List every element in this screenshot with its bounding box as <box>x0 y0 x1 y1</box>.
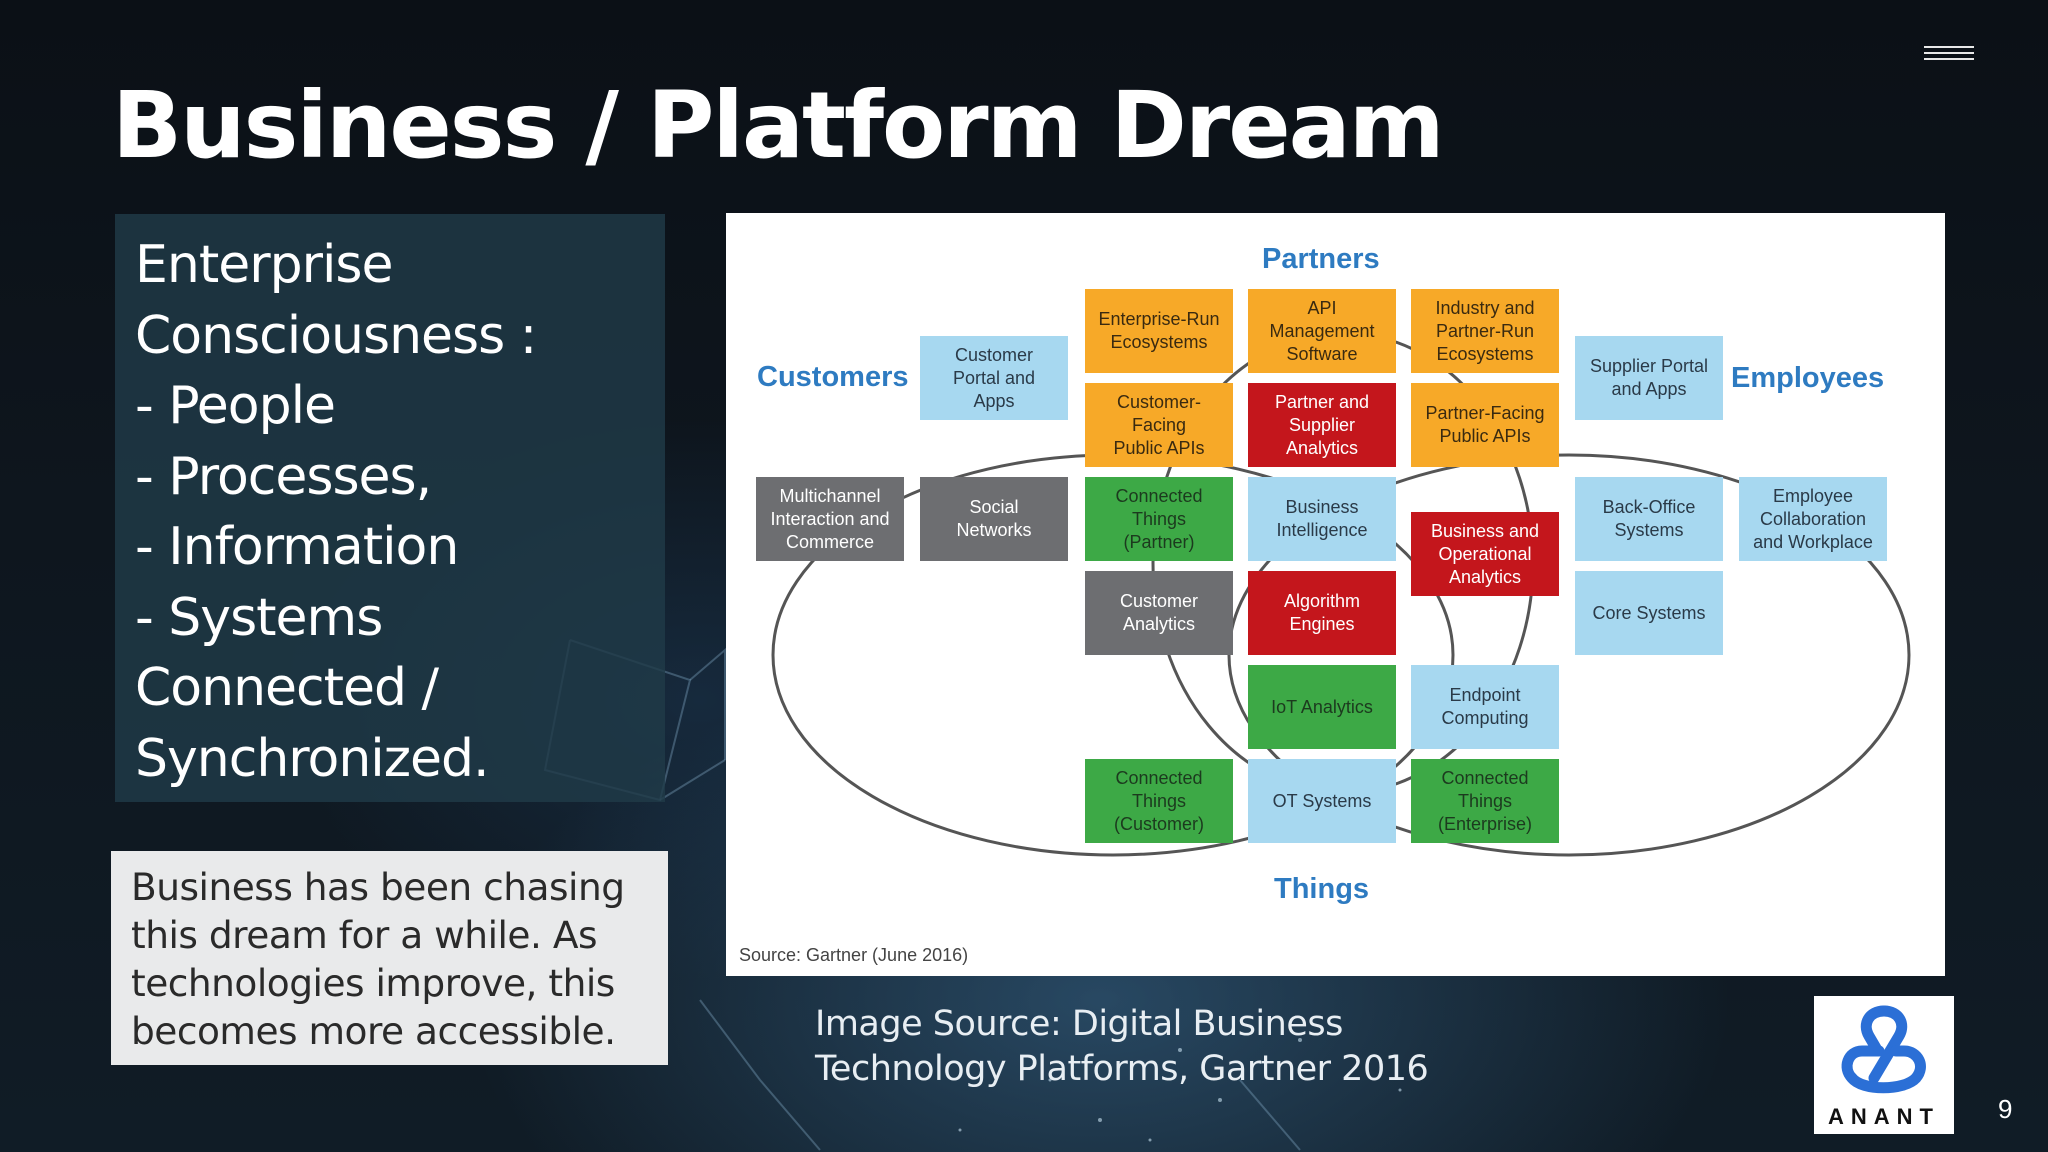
panel-item-processes: - Processes, <box>135 446 432 507</box>
box-ot-systems: OT Systems <box>1248 759 1396 843</box>
panel-item-information: - Information <box>135 517 459 577</box>
panel-closing-line2: Synchronized. <box>135 728 490 789</box>
note-line: becomes more accessible. <box>131 1009 616 1053</box>
box-iot-analytics: IoT Analytics <box>1248 665 1396 749</box>
box-endpoint-computing: Endpoint Computing <box>1411 665 1559 749</box>
image-source-line1: Image Source: Digital Business <box>815 1004 1343 1044</box>
enterprise-consciousness-panel: Enterprise Consciousness : - People - Pr… <box>115 214 665 802</box>
box-business-intelligence: Business Intelligence <box>1248 477 1396 561</box>
box-customer-portal-apps: Customer Portal and Apps <box>920 336 1068 420</box>
region-label-things: Things <box>1274 873 1370 905</box>
box-partner-facing-public-apis: Partner-Facing Public APIs <box>1411 383 1559 467</box>
box-customer-analytics: Customer Analytics <box>1085 571 1233 655</box>
box-api-management-software: API Management Software <box>1248 289 1396 373</box>
anant-logo: ANANT <box>1814 996 1954 1134</box>
gartner-platform-diagram: Partners Customers Employees Things Ente… <box>726 213 1945 976</box>
box-industry-partner-ecosystems: Industry and Partner-Run Ecosystems <box>1411 289 1559 373</box>
panel-heading-line2: Consciousness : <box>135 305 537 366</box>
anant-logo-text: ANANT <box>1828 1104 1940 1129</box>
box-employee-collaboration: Employee Collaboration and Workplace <box>1739 477 1887 561</box>
box-enterprise-run-ecosystems: Enterprise-Run Ecosystems <box>1085 289 1233 373</box>
region-label-partners: Partners <box>1262 243 1380 275</box>
panel-closing-line1: Connected / <box>135 658 439 718</box>
slide-title: Business / Platform Dream <box>112 72 1445 179</box>
box-connected-things-partner: Connected Things (Partner) <box>1085 477 1233 561</box>
panel-heading-line1: Enterprise <box>135 235 394 295</box>
note-line: technologies improve, this <box>131 961 615 1005</box>
box-core-systems: Core Systems <box>1575 571 1723 655</box>
box-connected-things-customer: Connected Things (Customer) <box>1085 759 1233 843</box>
region-label-employees: Employees <box>1731 362 1885 394</box>
box-supplier-portal-apps: Supplier Portal and Apps <box>1575 336 1723 420</box>
diagram-source: Source: Gartner (June 2016) <box>739 945 969 965</box>
page-number: 9 <box>1998 1094 2013 1124</box>
image-source-caption: Image Source: Digital Business Technolog… <box>815 1002 1429 1092</box>
box-customer-facing-public-apis: Customer- Facing Public APIs <box>1085 383 1233 467</box>
note-box: Business has been chasing this dream for… <box>111 851 668 1065</box>
box-partner-supplier-analytics: Partner and Supplier Analytics <box>1248 383 1396 467</box>
box-algorithm-engines: Algorithm Engines <box>1248 571 1396 655</box>
box-connected-things-enterprise: Connected Things (Enterprise) <box>1411 759 1559 843</box>
note-line: Business has been chasing <box>131 865 625 909</box>
note-line: this dream for a while. As <box>131 913 598 957</box>
panel-item-systems: - Systems <box>135 587 383 648</box>
anant-logo-icon <box>1841 1005 1926 1094</box>
box-business-operational-analytics: Business and Operational Analytics <box>1411 512 1559 596</box>
box-social-networks: Social Networks <box>920 477 1068 561</box>
region-label-customers: Customers <box>757 361 909 393</box>
menu-icon[interactable] <box>1924 46 1974 62</box>
box-multichannel-interaction: Multichannel Interaction and Commerce <box>756 477 904 561</box>
panel-item-people: - People <box>135 376 336 436</box>
box-back-office-systems: Back-Office Systems <box>1575 477 1723 561</box>
image-source-line2: Technology Platforms, Gartner 2016 <box>815 1049 1429 1089</box>
